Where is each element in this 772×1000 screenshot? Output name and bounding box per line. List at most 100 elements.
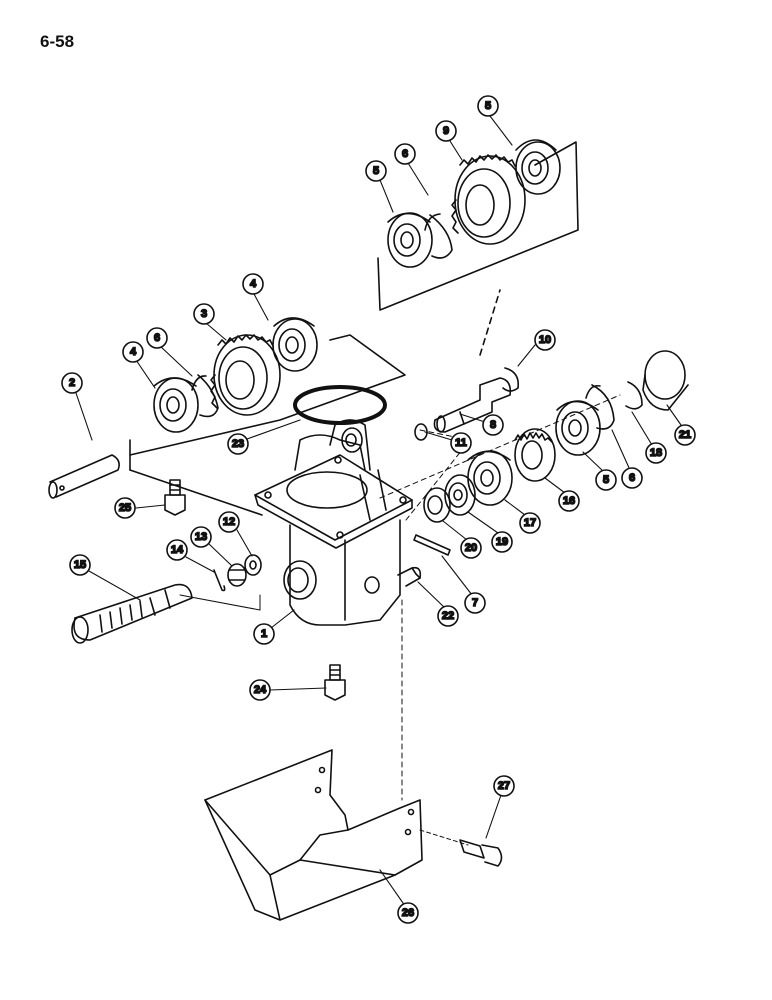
callout-19: 19 <box>491 531 513 553</box>
callout-16: 16 <box>558 490 580 512</box>
callout-5-right: 5 <box>595 469 617 491</box>
bolt-25 <box>164 479 186 516</box>
callout-22-label: 22 <box>442 610 454 622</box>
callout-5-left-label: 5 <box>373 165 379 177</box>
callout-3: 3 <box>193 303 215 325</box>
shield-26 <box>204 749 469 921</box>
callout-15: 15 <box>69 554 91 576</box>
callout-5-right-label: 5 <box>603 474 609 486</box>
callout-9: 9 <box>435 120 457 142</box>
callout-4-lower-label: 4 <box>130 346 137 358</box>
seal-20 <box>423 487 451 523</box>
callout-1: 1 <box>253 623 275 645</box>
callout-7-label: 7 <box>472 597 478 609</box>
cotter-pin-14 <box>213 569 226 592</box>
callout-16-label: 16 <box>563 495 575 507</box>
callout-13-label: 13 <box>195 531 207 543</box>
callout-21: 21 <box>674 424 696 446</box>
callout-1-label: 1 <box>261 628 267 640</box>
bolt-27 <box>459 839 503 867</box>
upper-group-bracket <box>377 141 579 356</box>
bearing-5-upper <box>515 139 561 195</box>
callout-4-lower: 4 <box>122 341 144 363</box>
callout-8-label: 8 <box>490 419 496 431</box>
callout-9-label: 9 <box>443 125 449 137</box>
callout-15-label: 15 <box>74 559 86 571</box>
callout-21-label: 21 <box>679 429 691 441</box>
callout-24: 24 <box>249 679 271 701</box>
gearbox-housing <box>254 419 413 626</box>
callout-12: 12 <box>218 511 240 533</box>
callout-7: 7 <box>464 592 486 614</box>
callout-27: 27 <box>493 775 515 797</box>
callout-17: 17 <box>519 512 541 534</box>
dashed-connectors <box>379 394 621 801</box>
castle-nut-13 <box>227 563 247 587</box>
o-ring-23 <box>293 385 387 425</box>
pin-2 <box>48 454 120 499</box>
middle-group-bracket <box>129 334 406 516</box>
leader-lines <box>75 115 682 904</box>
callout-19-label: 19 <box>496 536 508 548</box>
callout-6-top: 6 <box>394 143 416 165</box>
callout-2-label: 2 <box>69 377 75 389</box>
callout-26: 26 <box>397 902 419 924</box>
gear-3 <box>210 334 281 416</box>
callout-5-top-label: 5 <box>485 100 491 112</box>
callout-18-label: 18 <box>650 447 662 459</box>
callout-8: 8 <box>482 414 504 436</box>
callout-6-middle-label: 6 <box>154 332 160 344</box>
callout-6-middle: 6 <box>146 327 168 349</box>
plug-22 <box>397 566 422 587</box>
callout-23-label: 23 <box>232 438 244 450</box>
snap-ring-18 <box>625 381 643 410</box>
snap-ring-6-upper <box>424 213 453 259</box>
callout-6-right: 6 <box>621 467 643 489</box>
ring-11 <box>414 423 428 441</box>
shaft-15 <box>71 583 261 644</box>
callout-4-upper: 4 <box>242 273 264 295</box>
callout-25-label: 25 <box>119 502 131 514</box>
callout-18: 18 <box>645 442 667 464</box>
callout-26-label: 26 <box>402 907 414 919</box>
callout-25: 25 <box>114 497 136 519</box>
callout-11-label: 11 <box>455 437 467 449</box>
callout-balloons: 1 2 3 4 4 5 5 5 6 6 6 7 8 9 10 11 12 13 … <box>61 95 696 924</box>
callout-4-upper-label: 4 <box>250 278 257 290</box>
callout-6-right-label: 6 <box>629 472 635 484</box>
callout-5-top: 5 <box>477 95 499 117</box>
key-7 <box>413 534 451 556</box>
bearing-5-left <box>387 212 433 268</box>
callout-20: 20 <box>460 537 482 559</box>
snap-ring-6-right <box>585 384 615 430</box>
cup-21 <box>642 350 689 411</box>
callout-20-label: 20 <box>465 542 477 554</box>
washer-12 <box>244 554 262 576</box>
shaft-8 <box>433 377 512 433</box>
callout-11: 11 <box>450 432 472 454</box>
snap-ring-10 <box>502 367 520 392</box>
callout-14-label: 14 <box>171 544 184 556</box>
bolt-24 <box>324 664 346 701</box>
callout-6-top-label: 6 <box>402 148 408 160</box>
gear-16 <box>514 428 556 482</box>
callout-13: 13 <box>190 526 212 548</box>
callout-23: 23 <box>227 433 249 455</box>
callout-10: 10 <box>534 329 556 351</box>
callout-24-label: 24 <box>254 684 267 696</box>
callout-17-label: 17 <box>524 517 536 529</box>
callout-2: 2 <box>61 372 83 394</box>
callout-5-left: 5 <box>365 160 387 182</box>
callout-3-label: 3 <box>201 308 207 320</box>
callout-12-label: 12 <box>223 516 235 528</box>
callout-14: 14 <box>166 539 188 561</box>
callout-10-label: 10 <box>539 334 551 346</box>
page-number: 6-58 <box>40 32 75 51</box>
callout-27-label: 27 <box>498 780 510 792</box>
bearing-19 <box>444 474 476 516</box>
callout-22: 22 <box>437 605 459 627</box>
gear-9 <box>451 154 526 245</box>
bearing-5-right <box>555 400 601 456</box>
bearing-4-right <box>272 317 318 372</box>
